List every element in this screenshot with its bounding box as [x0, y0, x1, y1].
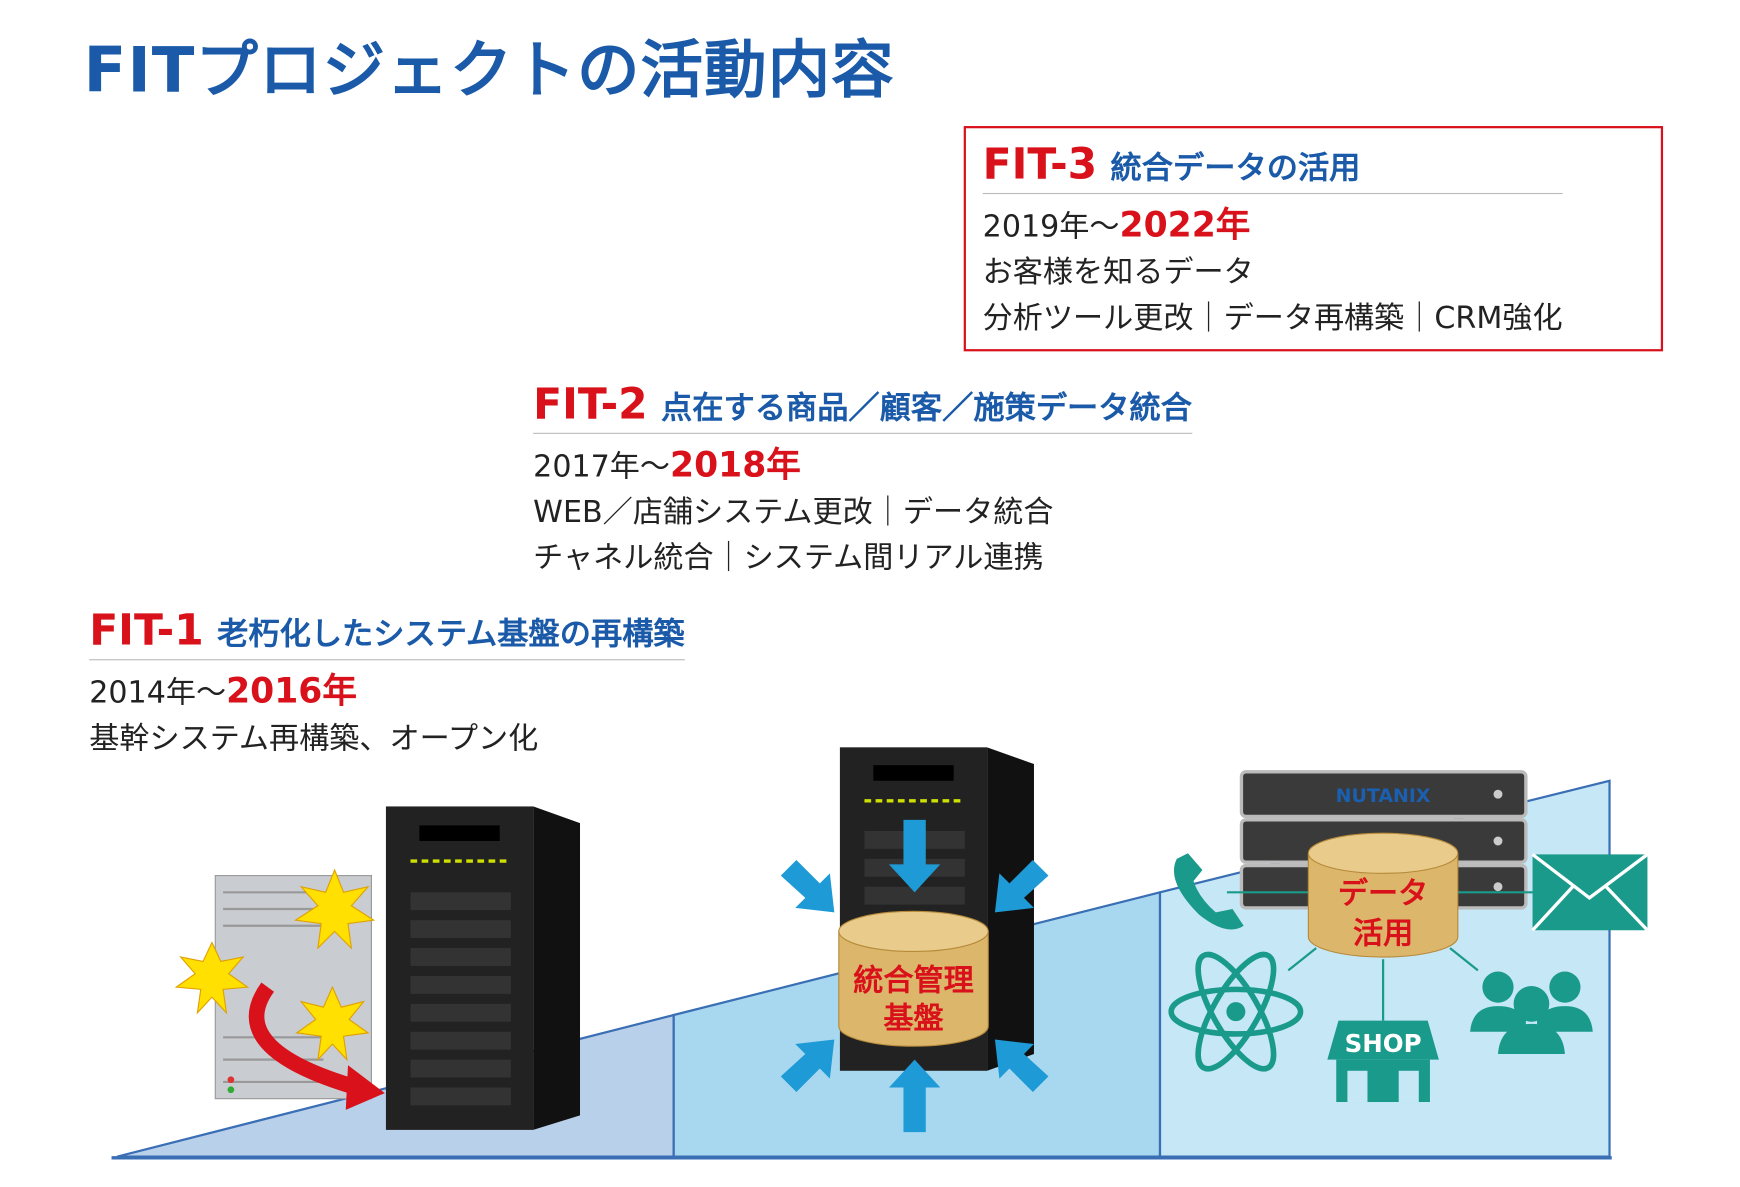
fit3-box: FIT-3 統合データの活用 2019年〜2022年 お客様を知るデータ 分析ツー…: [963, 126, 1664, 352]
database-icon: [1307, 832, 1459, 958]
fit1-block: FIT-1 老朽化したシステム基盤の再構築 2014年〜2016年 基幹システム再…: [89, 605, 685, 762]
fit2-period-end: 2018年: [670, 445, 801, 486]
fit3-subtitle: 統合データの活用: [1110, 149, 1361, 187]
shop-label: SHOP: [1345, 1029, 1422, 1058]
fit1-code: FIT-1: [89, 605, 204, 655]
db2-label: 活用: [1353, 917, 1413, 952]
atom-icon: [1168, 951, 1304, 1072]
migrate-arrow-icon: [248, 982, 360, 1096]
phone-icon: [1173, 853, 1244, 930]
fit2-period-start: 2017年〜: [533, 449, 671, 485]
database-icon: [838, 910, 989, 1047]
fit1-subtitle: 老朽化したシステム基盤の再構築: [217, 615, 685, 653]
nutanix-brand: NUTANIX: [1336, 785, 1431, 807]
fit2-code: FIT-2: [533, 379, 648, 429]
fit2-heading: FIT-2 点在する商品／顧客／施策データ統合: [533, 379, 1192, 434]
people-icon: [1470, 971, 1593, 1055]
fit2-subtitle: 点在する商品／顧客／施策データ統合: [661, 389, 1192, 427]
shop-icon: [1327, 1020, 1439, 1103]
inward-arrows-icon: [780, 819, 1049, 1133]
fit3-line: 分析ツール更改｜データ再構築｜CRM強化: [982, 301, 1563, 336]
fit1-period-start: 2014年〜: [89, 675, 227, 711]
server-tower-icon: [385, 806, 581, 1130]
page-title: FITプロジェクトの活動内容: [83, 34, 895, 108]
fit1-period-end: 2016年: [226, 671, 357, 712]
fit1-heading: FIT-1 老朽化したシステム基盤の再構築: [89, 605, 685, 661]
fit3-period-start: 2019年〜: [982, 209, 1120, 245]
db2-label: データ: [1338, 876, 1428, 911]
connector-lines: [1226, 891, 1534, 1021]
fit2-line: WEB／店舗システム更改｜データ統合: [533, 495, 1054, 530]
fit3-period-end: 2022年: [1119, 205, 1251, 246]
db1-label: 基盤: [883, 1001, 944, 1036]
fit2-line: チャネル統合｜システム間リアル連携: [533, 540, 1044, 576]
mail-icon: [1531, 853, 1649, 932]
fit1-line: 基幹システム再構築、オープン化: [89, 721, 539, 757]
db1-label: 統合管理: [853, 963, 973, 998]
fit3-code: FIT-3: [982, 139, 1098, 189]
fit3-heading: FIT-3 統合データの活用: [982, 139, 1563, 195]
spark-icon: [174, 868, 376, 1062]
fit3-line: お客様を知るデータ: [982, 255, 1254, 291]
fit2-block: FIT-2 点在する商品／顧客／施策データ統合 2017年〜2018年 WEB／店…: [533, 379, 1192, 581]
